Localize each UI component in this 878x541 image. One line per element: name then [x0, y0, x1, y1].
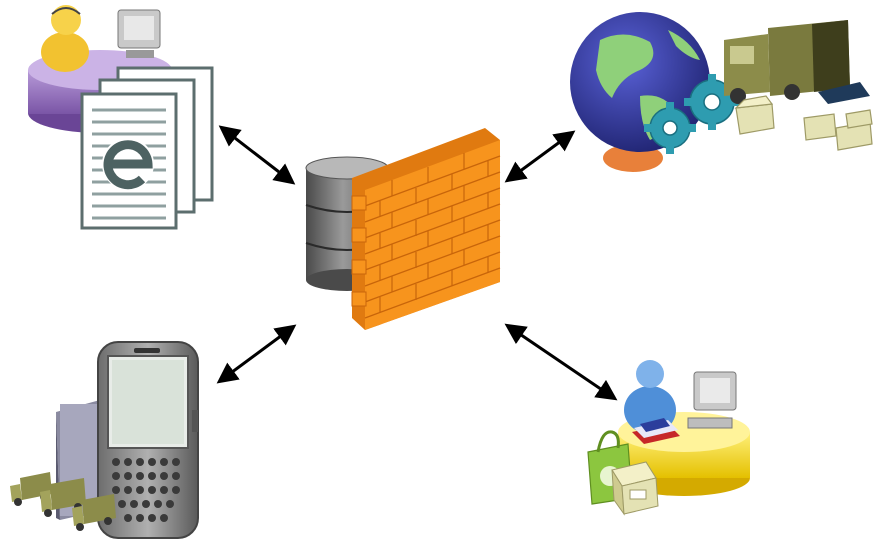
truck-icon [72, 494, 116, 531]
node-global-logistics [570, 12, 873, 172]
truck-fleet-icon [10, 472, 116, 531]
gears-icon [644, 74, 740, 154]
node-retail-desk [587, 360, 750, 516]
truck-icon [40, 478, 86, 517]
firewall-icon [351, 128, 501, 330]
globe-icon [570, 12, 710, 172]
computer-monitor-icon [117, 9, 161, 58]
e-document-icon [80, 66, 214, 230]
smartphone-icon [97, 341, 199, 539]
person-icon [41, 5, 89, 72]
boxes-icon [734, 95, 873, 151]
node-mobile-fleet [10, 341, 199, 539]
arrow-mobile-hub [216, 324, 297, 384]
computer-monitor-icon [687, 371, 737, 429]
connector-arrows [216, 125, 618, 401]
arrow-ebusiness-hub [218, 125, 296, 185]
hub [305, 128, 501, 330]
delivery-truck-icon [724, 20, 870, 104]
box-icon [611, 461, 659, 516]
book-icon [632, 418, 680, 444]
arrow-logistics-hub [504, 130, 576, 183]
node-e-business-desk [28, 5, 214, 230]
arrow-retail-hub [504, 323, 618, 401]
